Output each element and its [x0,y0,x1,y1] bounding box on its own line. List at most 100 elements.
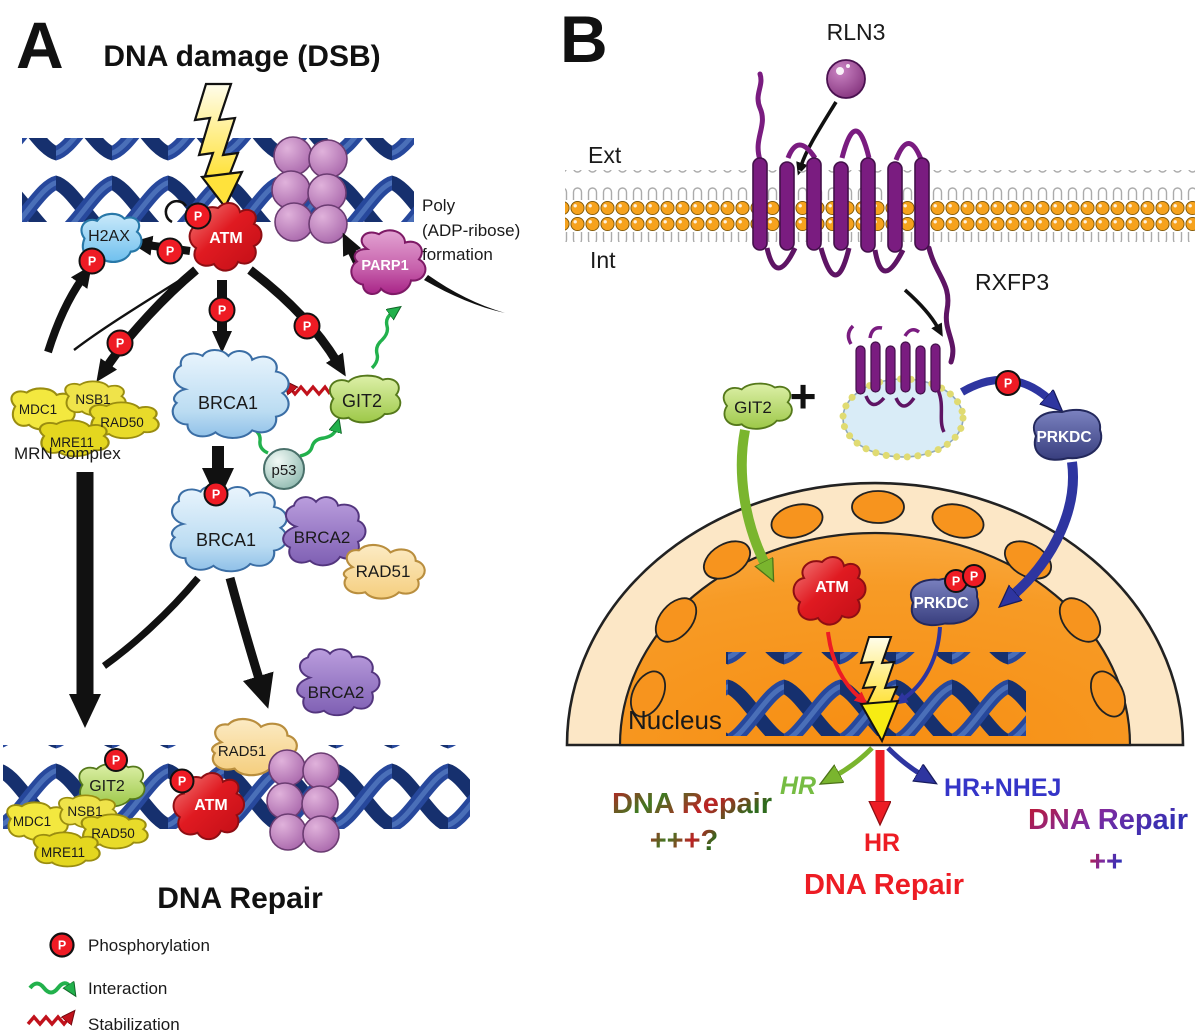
repair-left-plus: +++? [650,825,719,857]
arrow-atm-to-break [826,631,868,705]
svg-text:formation: formation [422,245,493,264]
arrow-rln3-to-receptor [796,101,838,176]
svg-text:GIT2: GIT2 [734,398,772,417]
legend-phosphorylation: P Phosphorylation [49,932,210,958]
arrow-git2-to-nucleus [736,429,766,566]
svg-text:NSB1: NSB1 [67,804,102,819]
hr-nhej-label: HR+NHEJ [944,774,1061,802]
svg-text:BRCA2: BRCA2 [294,528,351,547]
protein-git2-b: GIT2 [722,382,793,430]
protein-brca2-dna: BRCA2 [296,648,381,717]
nucleus-label: Nucleus [628,705,722,735]
rln3-label: RLN3 [827,19,886,45]
interaction-p53-to-git2 [299,429,336,458]
autophosphorylation-arrow [164,199,188,224]
svg-text:MRE11: MRE11 [50,435,94,450]
int-label: Int [590,247,616,273]
arrow-outcome-hr-green [835,746,874,776]
legend-stabilization: Stabilization [26,1015,180,1034]
panel-a: A DNA damage (DSB) Poly (ADP-ribose) for… [3,8,520,1034]
receptor-ecl3 [893,141,925,163]
svg-text:ATM: ATM [815,579,848,596]
poly-adp-ribose-caption: Poly (ADP-ribose) formation [422,196,520,264]
svg-text:RAD50: RAD50 [91,826,135,841]
p-h2ax: P [78,247,106,275]
svg-text:BRCA1: BRCA1 [196,530,256,550]
panel-a-title: DNA damage (DSB) [103,40,380,73]
receptor-icl1 [764,246,798,271]
svg-text:ATM: ATM [194,797,227,814]
dsb-lightning-bolt [193,82,244,210]
arrow-prkdc-to-nucleus [1012,461,1078,596]
svg-text:P: P [58,939,66,953]
protein-brca1-phospho: BRCA1 [169,485,288,573]
svg-text:PARP1: PARP1 [361,258,408,274]
interaction-git2-to-parp1 [370,313,392,370]
svg-text:P: P [194,210,202,224]
svg-text:RAD51: RAD51 [218,743,266,760]
repair-mid-label: DNA Repair [804,869,964,901]
hr-green-label: HR [780,772,816,800]
protein-brca1: BRCA1 [171,349,290,439]
svg-text:(ADP-ribose): (ADP-ribose) [422,221,520,240]
svg-text:P: P [112,754,120,768]
rxfp3-receptor [752,71,956,365]
repair-left-label: DNA Repair [612,788,772,820]
receptor-ecl1 [785,142,818,160]
panel-b-label: B [560,2,608,76]
mrn-complex-caption: MRN complex [14,444,121,463]
svg-text:NSB1: NSB1 [75,392,110,407]
interaction-icon [28,983,70,992]
svg-text:GIT2: GIT2 [342,391,382,411]
svg-text:P: P [952,575,960,589]
svg-text:Poly: Poly [422,196,456,215]
svg-text:MDC1: MDC1 [19,402,57,417]
receptor-ecl2 [839,128,872,159]
repair-right-plus: ++ [1089,846,1123,878]
rln3-ligand [826,59,866,99]
mrn-complex-bottom: MDC1 NSB1 RAD50 MRE11 [6,794,149,868]
svg-text:P: P [88,255,96,269]
protein-prkdc: PRKDC [1033,409,1103,461]
svg-text:Stabilization: Stabilization [88,1015,180,1034]
svg-text:ATM: ATM [209,230,242,247]
protein-parp1: PARP1 [350,229,427,296]
svg-text:P: P [212,488,220,502]
p-prkdc-2: P [962,564,986,588]
protein-atm-nucleus: ATM [792,556,867,626]
svg-text:P: P [116,337,124,351]
svg-text:P: P [218,304,226,318]
p-vesicle-arrow: P [995,370,1021,396]
svg-text:MRE11: MRE11 [41,845,85,860]
phosphorylation-icon [49,932,75,958]
p-git2-arrow: P [293,312,321,340]
nucleosome-spheres-top [271,136,348,244]
internalized-receptor-vesicle [839,324,967,461]
protein-git2: GIT2 [328,374,402,424]
svg-text:P: P [303,320,311,334]
arrow-brca1p-to-dna [225,576,274,709]
arrow-branch-brca1-merge [101,575,201,669]
svg-text:Phosphorylation: Phosphorylation [88,936,210,955]
stabilization-git2-to-brca1 [291,387,332,397]
p-atm-top: P [184,202,212,230]
arrow-atm-to-git2 [247,266,346,377]
protein-rad51: RAD51 [342,544,426,600]
p-brca1-arrow: P [208,296,236,324]
svg-text:PRKDC: PRKDC [913,595,968,612]
protein-atm-dna: ATM [172,772,246,841]
p-git2-dna: P [104,748,128,772]
p-atm-dna: P [169,768,195,794]
arrow-outcome-hrnhej [886,746,922,775]
svg-text:Interaction: Interaction [88,979,167,998]
repair-right-label: DNA Repair [1028,804,1188,836]
svg-text:RAD50: RAD50 [100,415,144,430]
receptor-icl3 [872,248,906,274]
panel-a-label: A [16,8,64,82]
svg-text:P: P [1004,377,1012,391]
panel-a-repair-title: DNA Repair [157,882,323,915]
receptor-c-terminus [926,245,956,365]
svg-text:H2AX: H2AX [88,228,130,245]
protein-p53: p53 [263,448,305,490]
